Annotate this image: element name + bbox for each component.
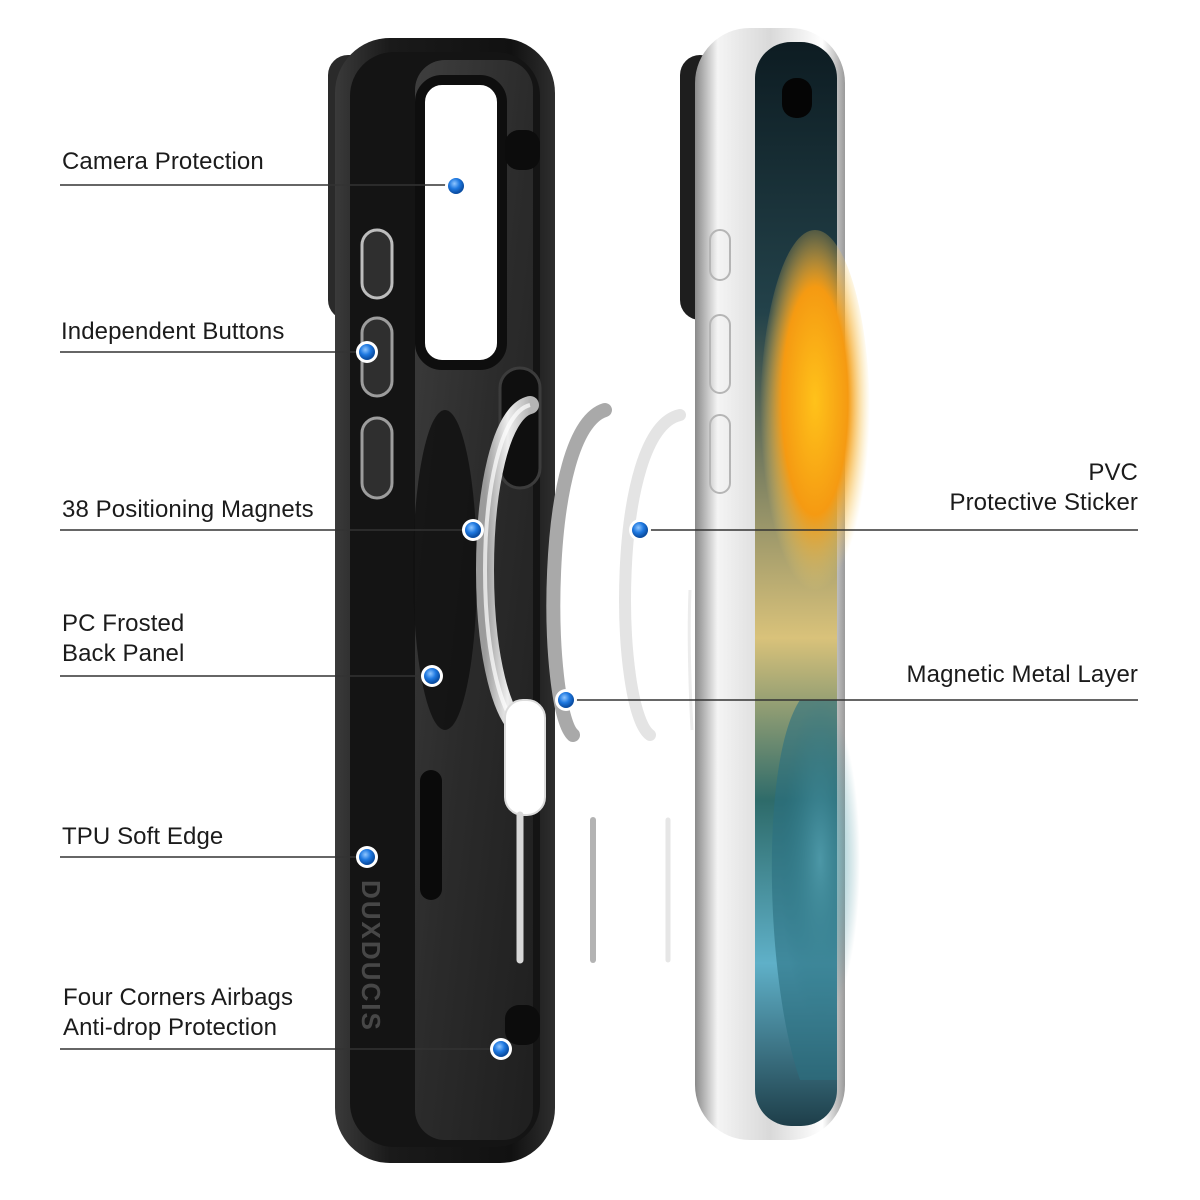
magnet-ring-assembly (476, 396, 694, 964)
label-line: PVC (1088, 459, 1138, 486)
label-pc-back-panel: PC Frosted Back Panel (62, 609, 184, 669)
label-tpu-soft-edge: TPU Soft Edge (62, 822, 223, 852)
label-line: Back Panel (62, 640, 185, 667)
phone-case (328, 38, 555, 1163)
label-line: Independent Buttons (61, 318, 285, 345)
marker-dots (356, 175, 651, 1060)
brand-wordmark: DUXDUCIS (356, 880, 386, 1032)
label-pvc-sticker: PVC Protective Sticker (949, 458, 1138, 518)
case-side-buttons (360, 228, 394, 500)
marker-dot-tpu-soft-edge (356, 846, 378, 868)
label-line: Camera Protection (62, 148, 264, 175)
label-corner-airbags: Four Corners Airbags Anti-drop Protectio… (63, 983, 293, 1043)
label-line: 38 Positioning Magnets (62, 496, 314, 523)
marker-dot-independent-buttons (356, 341, 378, 363)
label-line: Magnetic Metal Layer (906, 661, 1138, 688)
label-line: PC Frosted (62, 610, 185, 637)
label-line: Protective Sticker (949, 489, 1138, 516)
marker-dot-camera-protection (445, 175, 467, 197)
label-independent-buttons: Independent Buttons (61, 317, 284, 347)
label-line: TPU Soft Edge (62, 823, 224, 850)
label-line: Anti-drop Protection (63, 1014, 278, 1041)
label-magnetic-metal-layer: Magnetic Metal Layer (907, 660, 1138, 690)
marker-dot-pvc-sticker (629, 519, 651, 541)
phone-device (680, 28, 870, 1140)
marker-dot-pc-back-panel (421, 665, 443, 687)
marker-dot-positioning-magnets (462, 519, 484, 541)
marker-dot-magnetic-metal-layer (555, 689, 577, 711)
label-positioning-magnets: 38 Positioning Magnets (62, 495, 314, 525)
label-camera-protection: Camera Protection (62, 147, 264, 177)
marker-dot-corner-airbags (490, 1038, 512, 1060)
label-line: Four Corners Airbags (63, 984, 294, 1011)
leader-lines (60, 184, 1138, 1050)
